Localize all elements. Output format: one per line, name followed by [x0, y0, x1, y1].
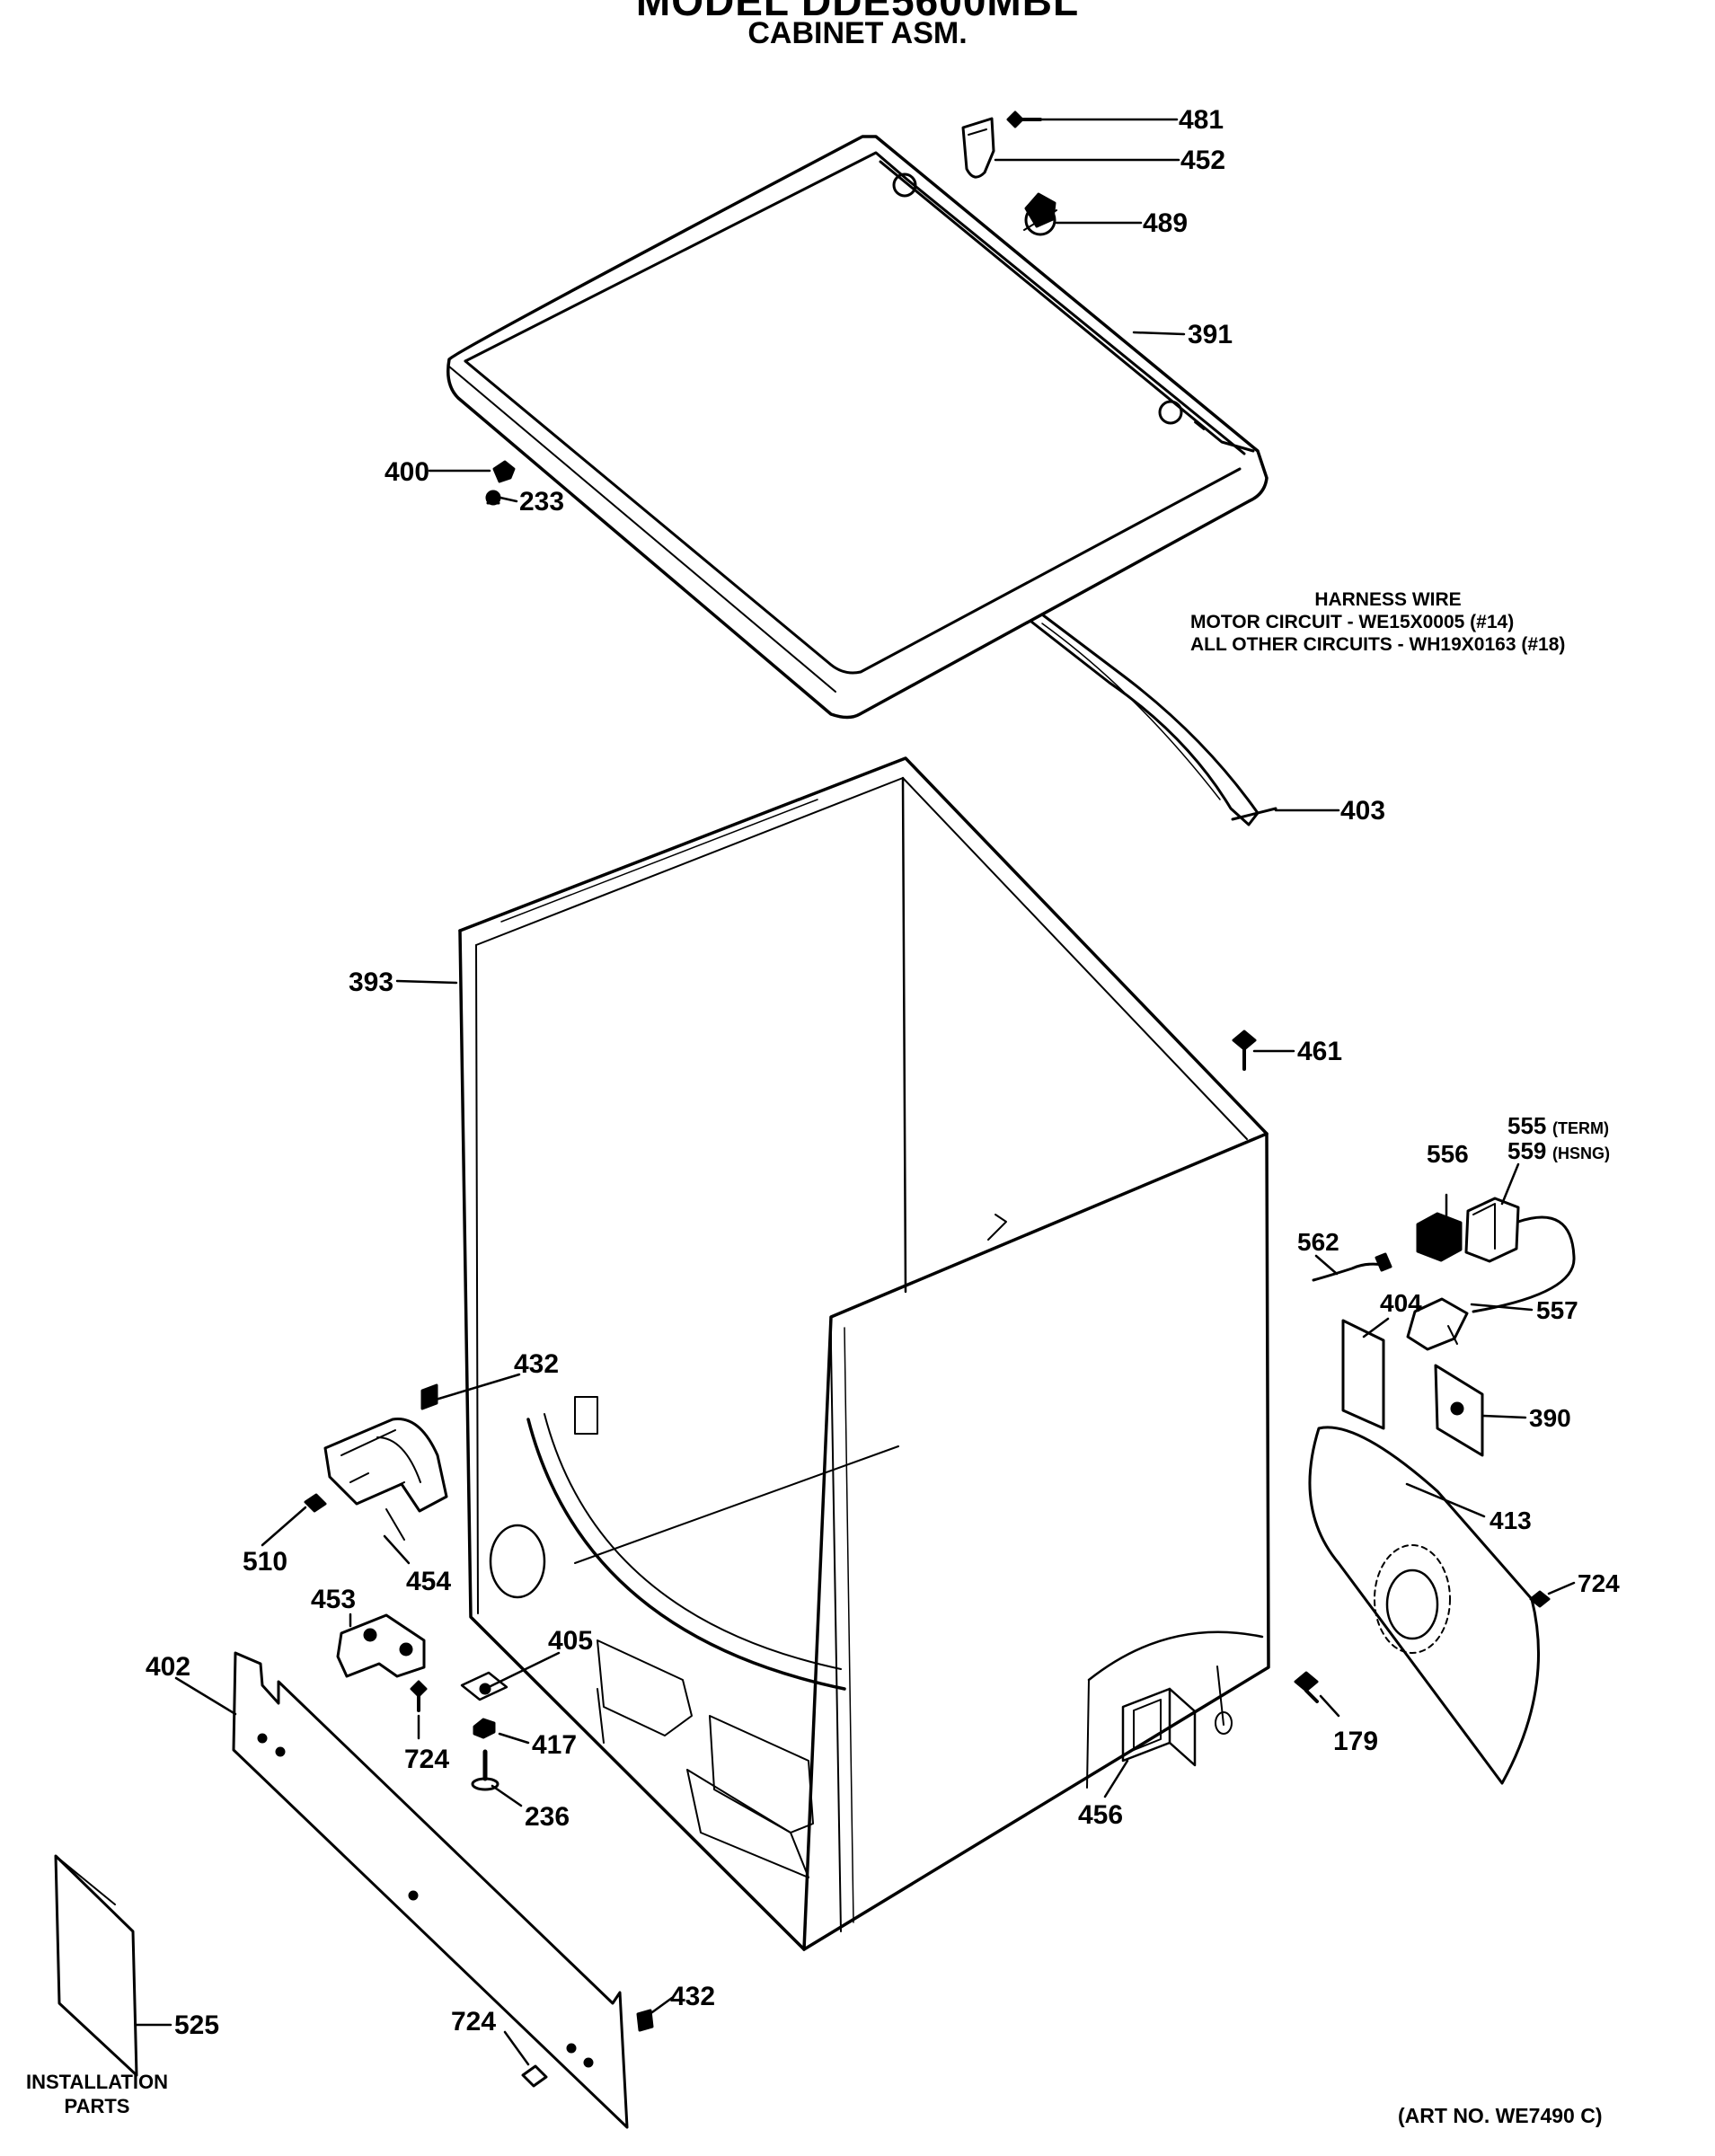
assembly-subtitle: CABINET ASM.	[747, 16, 968, 50]
label-402: 402	[146, 1652, 190, 1682]
label-403: 403	[1340, 796, 1385, 826]
label-461: 461	[1297, 1037, 1342, 1066]
label-432-lower: 432	[670, 1982, 715, 2011]
label-179: 179	[1333, 1727, 1378, 1756]
rear-panel-413	[1308, 1426, 1540, 1785]
label-559: 559	[1507, 1137, 1546, 1164]
label-233: 233	[519, 487, 564, 517]
label-556: 556	[1427, 1140, 1469, 1168]
installation-line2: PARTS	[64, 2095, 130, 2117]
model-title: MODEL DDE5600MBL	[635, 0, 1080, 24]
label-559-hsng: (HSNG)	[1552, 1144, 1610, 1162]
label-510: 510	[243, 1547, 287, 1577]
door-hinge-parts	[304, 1383, 508, 1791]
label-413: 413	[1490, 1507, 1532, 1534]
label-452: 452	[1180, 146, 1225, 175]
label-432-upper: 432	[514, 1349, 559, 1379]
label-724-hinge: 724	[404, 1745, 449, 1774]
label-417: 417	[532, 1730, 577, 1760]
label-481: 481	[1179, 105, 1224, 135]
harness-other-circuits: ALL OTHER CIRCUITS - WH19X0163 (#18)	[1190, 634, 1566, 655]
label-456: 456	[1078, 1800, 1123, 1830]
top-cover	[446, 135, 1269, 720]
label-400: 400	[385, 457, 429, 487]
harness-title: HARNESS WIRE	[1314, 589, 1462, 610]
label-391: 391	[1188, 320, 1233, 349]
callout-leader-lines	[135, 118, 1576, 2066]
installation-line1: INSTALLATION	[25, 2071, 169, 2093]
harness-wire-403	[1030, 613, 1277, 826]
label-525: 525	[174, 2010, 219, 2040]
screw-461	[1232, 1029, 1257, 1071]
label-390: 390	[1529, 1404, 1571, 1432]
top-cover-fasteners	[485, 460, 516, 506]
electrical-parts	[1312, 1197, 1576, 1457]
toe-kick-panel-402	[232, 1651, 654, 2129]
art-number: (ART NO. WE7490 C)	[1398, 2104, 1603, 2127]
label-555-term: (TERM)	[1552, 1119, 1609, 1137]
label-555: 555	[1507, 1112, 1546, 1139]
label-489: 489	[1143, 208, 1188, 238]
label-236: 236	[525, 1802, 570, 1832]
harness-motor-circuit: MOTOR CIRCUIT - WE15X0005 (#14)	[1190, 612, 1515, 632]
label-453: 453	[311, 1585, 356, 1614]
label-724-rear: 724	[1578, 1569, 1620, 1597]
label-562: 562	[1297, 1228, 1339, 1256]
label-405: 405	[548, 1626, 593, 1656]
cabinet-body	[458, 756, 1270, 1951]
installation-envelope	[54, 1854, 138, 2077]
hinge-parts-top	[961, 110, 1057, 236]
installation-parts-label: INSTALLATION PARTS	[16, 2070, 178, 2118]
label-454: 454	[406, 1567, 451, 1596]
label-393: 393	[349, 968, 393, 997]
label-557: 557	[1536, 1296, 1578, 1324]
label-724-bottom: 724	[451, 2007, 496, 2037]
rear-screws	[1294, 1590, 1551, 1703]
callout-labels: 481 452 489 391 400 233 403 393 461 555 …	[146, 105, 1620, 2040]
harness-wire-note: HARNESS WIRE MOTOR CIRCUIT - WE15X0005 (…	[1190, 588, 1658, 656]
label-404: 404	[1380, 1289, 1422, 1317]
